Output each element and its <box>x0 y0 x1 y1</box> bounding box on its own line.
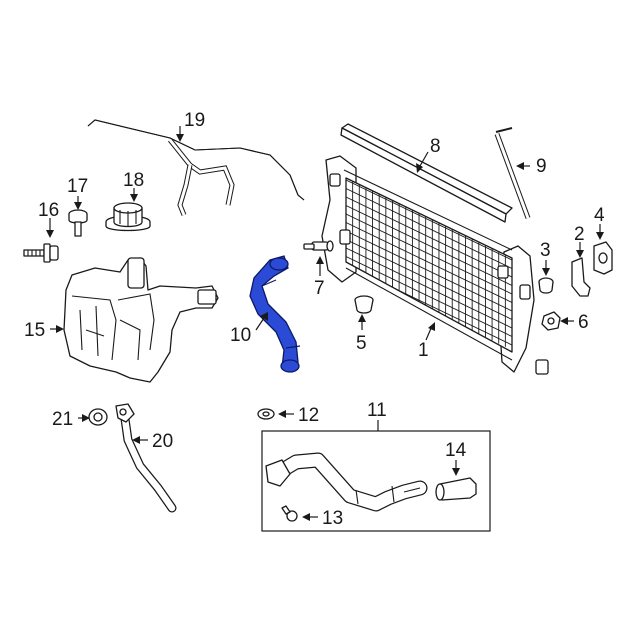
callout-17: 17 <box>67 176 88 197</box>
part-14-connector[interactable] <box>435 477 477 501</box>
callout-4: 4 <box>594 205 605 226</box>
callout-10: 10 <box>230 325 251 346</box>
part-6-nut[interactable] <box>541 311 561 331</box>
part-18-reservoir-cap[interactable] <box>105 202 151 232</box>
part-16-bolt[interactable] <box>23 243 59 263</box>
part-3-bolt[interactable] <box>538 277 554 294</box>
callout-9: 9 <box>536 156 547 177</box>
callout-2: 2 <box>574 224 585 245</box>
callout-16: 16 <box>38 200 59 221</box>
callout-11: 11 <box>367 400 387 421</box>
callout-13: 13 <box>322 508 343 529</box>
part-15-coolant-reservoir[interactable] <box>63 257 219 383</box>
part-13-clamp[interactable] <box>281 505 298 522</box>
callout-1: 1 <box>418 340 429 361</box>
callout-14: 14 <box>445 440 467 461</box>
callout-7: 7 <box>314 278 325 299</box>
callout-8: 8 <box>430 136 441 157</box>
part-11-hose-assembly[interactable] <box>265 452 428 512</box>
part-12-washer[interactable] <box>257 408 275 420</box>
part-8-seal-strip[interactable] <box>340 123 513 223</box>
part-20-overflow-hose[interactable] <box>115 403 177 513</box>
callout-6: 6 <box>578 312 589 333</box>
callout-19: 19 <box>184 110 205 131</box>
callout-12: 12 <box>298 405 319 426</box>
radiator-core-fins <box>346 178 512 350</box>
part-21-o-ring[interactable] <box>88 408 108 426</box>
callout-5: 5 <box>356 333 367 354</box>
callout-3: 3 <box>540 240 551 261</box>
callout-15: 15 <box>24 320 45 341</box>
part-17-bolt[interactable] <box>68 209 88 237</box>
part-10-radiator-hose[interactable] <box>249 255 301 373</box>
part-19-tube-assembly[interactable] <box>87 119 305 216</box>
callout-21: 21 <box>52 409 73 430</box>
part-1-radiator[interactable] <box>321 155 549 375</box>
part-9-support-rod[interactable] <box>494 127 531 219</box>
leader-lines <box>46 126 604 521</box>
part-5-grommet[interactable] <box>354 295 374 314</box>
part-7-fitting[interactable] <box>303 240 334 252</box>
callout-labels: 19 17 18 16 15 8 9 7 10 5 1 3 2 4 6 21 2… <box>24 110 605 529</box>
part-11-hose-assembly-box <box>261 430 491 532</box>
callout-20: 20 <box>152 431 173 452</box>
part-4-insulator[interactable] <box>593 241 613 275</box>
part-2-bracket[interactable] <box>571 257 591 297</box>
callout-18: 18 <box>123 170 144 191</box>
